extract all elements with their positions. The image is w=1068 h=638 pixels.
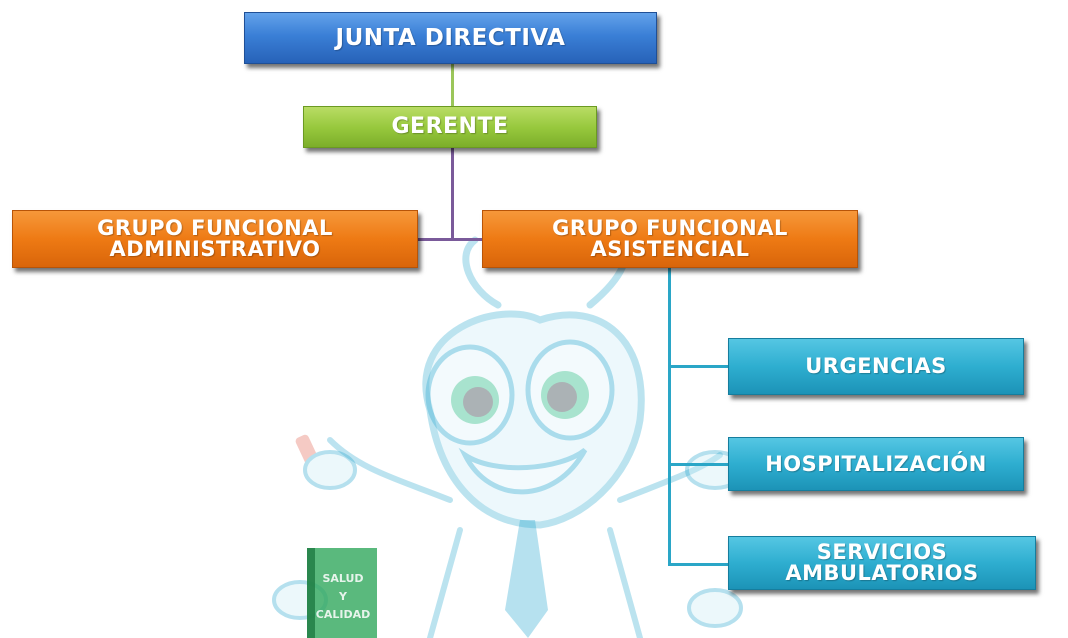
book-line-3: CALIDAD <box>316 608 370 621</box>
manager-box: GERENTE <box>303 106 597 148</box>
admin-group-line-1: GRUPO FUNCIONAL <box>97 216 333 240</box>
mascot-head <box>422 310 645 529</box>
board-label: JUNTA DIRECTIVA <box>335 24 566 51</box>
connector-care-vertical <box>668 268 671 565</box>
connector-unit-3 <box>668 563 728 566</box>
unit-3-line-2: AMBULATORIOS <box>785 561 979 585</box>
unit-box-urgencias: URGENCIAS <box>728 338 1024 395</box>
care-group-line-2: ASISTENCIAL <box>590 237 750 261</box>
connector-manager-groups <box>451 148 454 240</box>
arm-left <box>327 437 453 503</box>
connector-groups-horizontal <box>418 238 484 241</box>
care-group-line-1: GRUPO FUNCIONAL <box>552 216 788 240</box>
care-group-box: GRUPO FUNCIONAL ASISTENCIAL <box>482 210 858 268</box>
manager-label: GERENTE <box>391 114 509 139</box>
arm-right <box>617 452 723 503</box>
book-icon: SALUD Y CALIDAD <box>307 548 377 638</box>
admin-group-box: GRUPO FUNCIONAL ADMINISTRATIVO <box>12 210 418 268</box>
connector-unit-1 <box>668 365 728 368</box>
unit-box-hospitalizacion: HOSPITALIZACIÓN <box>728 437 1024 491</box>
board-box: JUNTA DIRECTIVA <box>244 12 657 64</box>
mascot-body <box>427 527 643 638</box>
admin-group-line-2: ADMINISTRATIVO <box>109 237 321 261</box>
antenna-left <box>462 236 502 309</box>
unit-2-label: HOSPITALIZACIÓN <box>765 451 987 476</box>
book-line-2: Y <box>338 590 348 603</box>
unit-1-label: URGENCIAS <box>805 354 947 378</box>
connector-unit-2 <box>668 463 728 466</box>
connector-board-manager <box>451 64 454 106</box>
unit-box-servicios-ambulatorios: SERVICIOS AMBULATORIOS <box>728 536 1036 590</box>
book-line-1: SALUD <box>322 572 363 585</box>
unit-3-line-1: SERVICIOS <box>816 540 948 564</box>
